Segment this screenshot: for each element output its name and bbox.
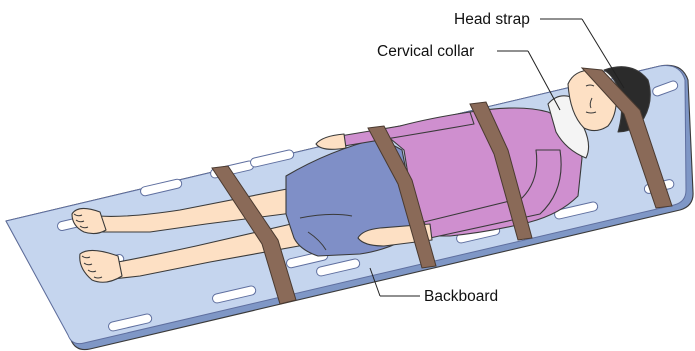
- hand-far: [316, 134, 346, 149]
- cervical-collar-label: Cervical collar: [377, 43, 474, 60]
- backboard-label: Backboard: [424, 288, 498, 305]
- head-strap-label: Head strap: [454, 11, 530, 28]
